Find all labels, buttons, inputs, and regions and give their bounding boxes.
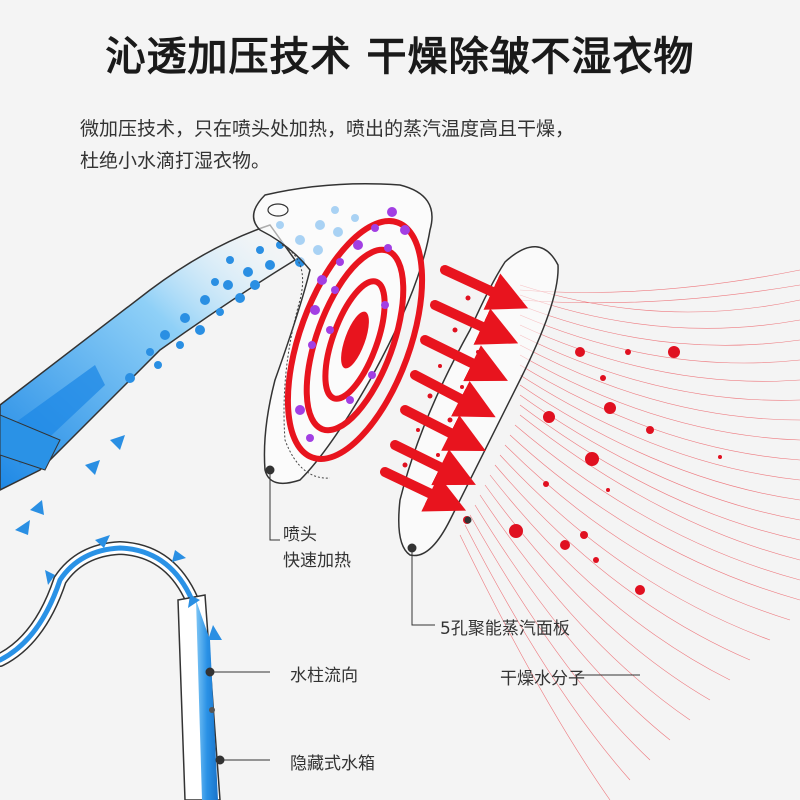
label-nozzle-heat: 快速加热	[283, 551, 351, 571]
dry-water-molecules	[463, 346, 722, 595]
description-line-1: 微加压技术，只在喷头处加热，喷出的蒸汽温度高且干燥，	[80, 118, 575, 140]
page-title: 沁透加压技术 干燥除皱不湿衣物	[105, 34, 695, 80]
label-dry-molecules: 干燥水分子	[500, 669, 585, 689]
water-hose	[0, 540, 199, 667]
steam-holes	[295, 207, 410, 442]
iron-handle	[0, 224, 297, 491]
steam-rays	[459, 269, 800, 800]
label-nozzle: 喷头	[283, 525, 317, 545]
label-tank: 隐藏式水箱	[290, 754, 375, 774]
label-panel: 5孔聚能蒸汽面板	[440, 619, 570, 639]
callout-lines	[205, 465, 640, 765]
water-tank-body	[177, 594, 221, 800]
description-line-2: 杜绝小水滴打湿衣物。	[80, 150, 271, 172]
flow-arrows	[15, 435, 222, 640]
heat-arrows	[380, 265, 529, 512]
red-droplets	[402, 295, 480, 468]
label-water-flow: 水柱流向	[290, 666, 358, 686]
